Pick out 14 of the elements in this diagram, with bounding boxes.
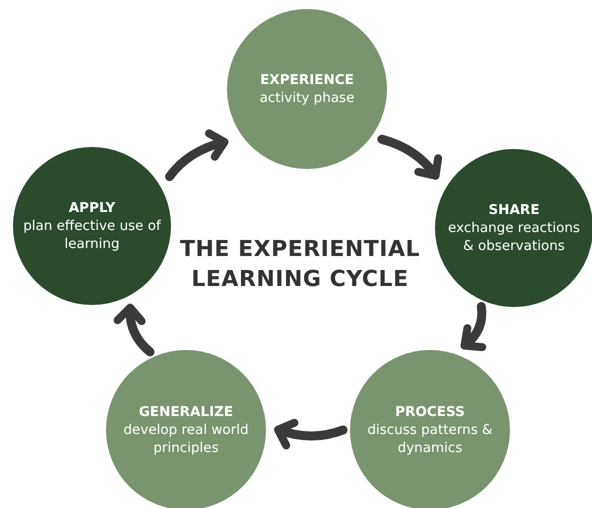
stage-description: plan effective use of learning <box>22 217 162 253</box>
stage-heading: EXPERIENCE <box>260 71 354 89</box>
stage-description: exchange reactions & observations <box>447 219 581 255</box>
stage-description: discuss patterns & dynamics <box>366 421 494 457</box>
diagram-title: THE EXPERIENTIAL LEARNING CYCLE <box>178 236 422 294</box>
stage-heading: APPLY <box>68 199 116 217</box>
stage-heading: SHARE <box>488 201 540 219</box>
stage-heading: PROCESS <box>395 403 465 421</box>
cycle-arrow <box>114 304 154 356</box>
stage-heading: GENERALIZE <box>138 403 234 421</box>
stage-description: activity phase <box>260 89 354 107</box>
cycle-arrow <box>274 418 348 450</box>
stage-description: develop real world principles <box>122 421 250 457</box>
cycle-arrow <box>377 134 442 180</box>
